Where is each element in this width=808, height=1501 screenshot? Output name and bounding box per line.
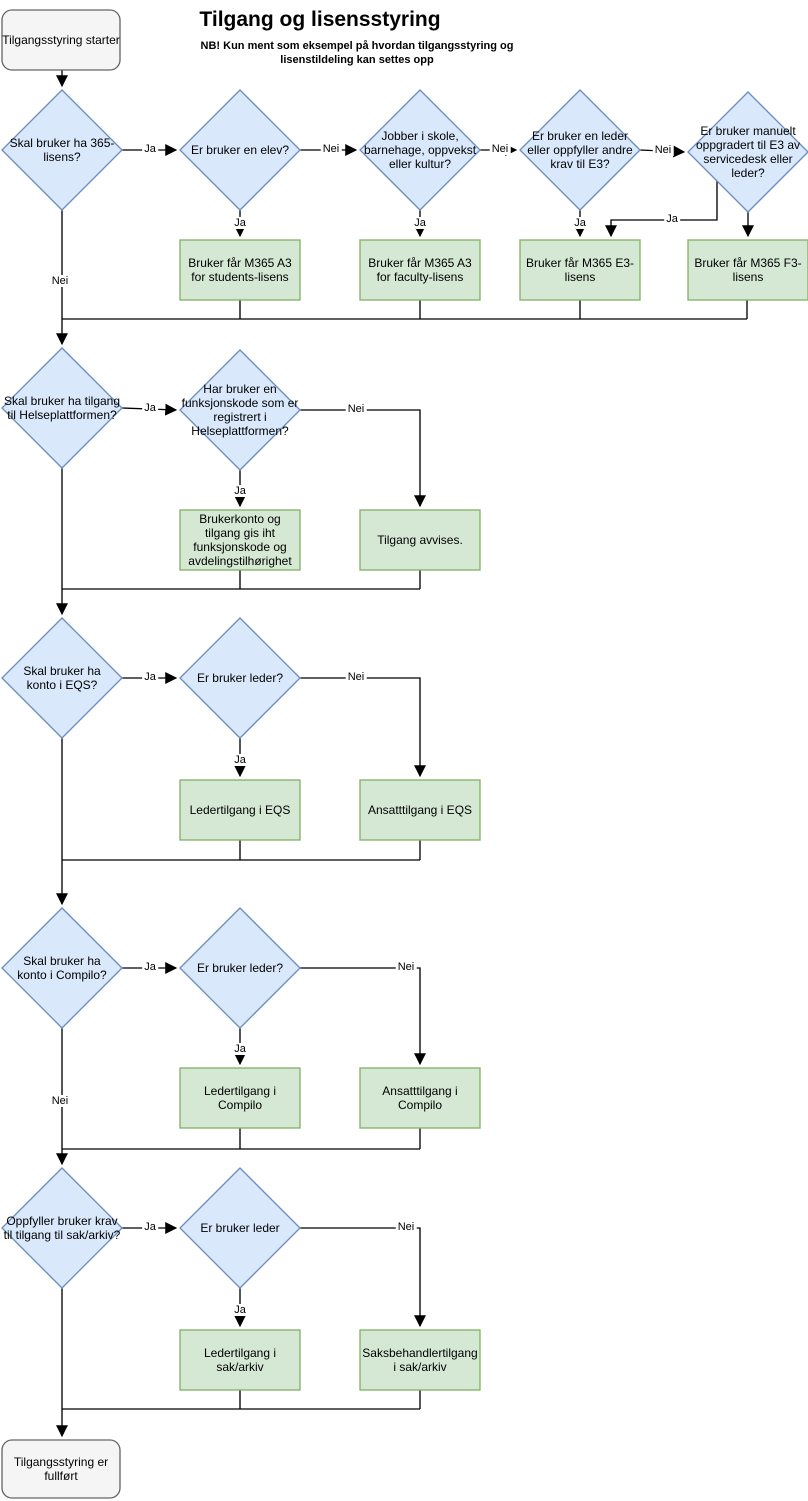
node-eqs-leader-access-shape bbox=[179, 779, 301, 841]
edge-label-ja: Ja bbox=[142, 143, 158, 155]
page-title: Tilgang og lisensstyring bbox=[199, 8, 441, 31]
node-arkiv-leader-label: Er bruker leder bbox=[200, 1221, 280, 1235]
node-compilo-leader-access-label: Ledertilgang i Compilo bbox=[203, 1084, 277, 1112]
edge-label-ja: Ja bbox=[142, 671, 158, 683]
node-is-leader-e3-shape bbox=[519, 89, 641, 211]
edge-label-nei: Nei bbox=[395, 961, 417, 973]
edge-connector bbox=[300, 967, 426, 1066]
node-helse-denied-shape bbox=[359, 509, 481, 571]
node-arkiv-leader-access-shape bbox=[179, 1329, 301, 1391]
edge-label-nei: Nei bbox=[320, 143, 342, 155]
edge-connector bbox=[300, 1227, 426, 1328]
edge-label-ja: Ja bbox=[142, 402, 158, 414]
node-compilo-leader-label: Er bruker leder? bbox=[196, 961, 284, 975]
edge-label-ja: Ja bbox=[232, 485, 248, 497]
node-arkiv-leader-access-label: Ledertilgang i sak/arkiv bbox=[203, 1346, 277, 1374]
edge-label-ja: Ja bbox=[664, 213, 680, 225]
node-has-funkcode-shape bbox=[179, 349, 301, 471]
node-eqs-employee-access-label: Ansatttilgang i EQS bbox=[367, 803, 473, 817]
edge-label-ja: Ja bbox=[142, 1221, 158, 1233]
node-ask-eqs-label: Skal bruker ha konto i EQS? bbox=[23, 664, 101, 692]
node-works-school-label: Jobber i skole, barnehage, oppvekst elle… bbox=[363, 129, 477, 171]
node-end-shape bbox=[1, 1439, 121, 1499]
node-is-student-label: Er bruker en elev? bbox=[190, 143, 290, 157]
edge-label-ja: Ja bbox=[232, 754, 248, 766]
node-has-funkcode-label: Har bruker en funksjonskode som er regis… bbox=[181, 382, 299, 438]
edge-label-ja: Ja bbox=[412, 217, 428, 229]
edge-label-ja: Ja bbox=[232, 217, 248, 229]
node-lic-e3-shape bbox=[519, 239, 641, 301]
node-helse-account-label: Brukerkonto og tilgang gis iht funksjons… bbox=[188, 512, 292, 568]
node-ask-arkiv-shape bbox=[1, 1167, 123, 1289]
edge-label-nei: Nei bbox=[395, 1221, 417, 1233]
edge-label-nei: Nei bbox=[489, 143, 511, 155]
node-ask-compilo-shape bbox=[1, 907, 123, 1029]
edge-label-ja: Ja bbox=[572, 217, 588, 229]
edge-layer bbox=[56, 70, 754, 1438]
edge-label-nei: Nei bbox=[49, 275, 71, 287]
edge-connector bbox=[300, 677, 426, 778]
edge-label-ja: Ja bbox=[142, 961, 158, 973]
shape-layer bbox=[1, 9, 808, 1499]
edge-label-ja: Ja bbox=[232, 1043, 248, 1055]
node-lic-f3-label: Bruker får M365 F3- lisens bbox=[694, 256, 802, 284]
node-ask-arkiv-label: Oppfyller bruker krav til tilgang til sa… bbox=[3, 1214, 121, 1242]
edge-connector bbox=[605, 181, 718, 238]
node-eqs-leader-access-label: Ledertilgang i EQS bbox=[189, 803, 291, 817]
edge-label-nei: Nei bbox=[49, 1095, 71, 1107]
node-manual-e3-label: Er bruker manuelt oppgradert til E3 av s… bbox=[695, 124, 801, 180]
edge-label-nei: Nei bbox=[345, 671, 367, 683]
node-is-leader-e3-label: Er bruker en leder eller oppfyller andre… bbox=[527, 129, 633, 171]
node-arkiv-saksb-access-shape bbox=[359, 1329, 481, 1391]
page-subtitle: NB! Kun ment som eksempel på hvordan til… bbox=[200, 40, 514, 66]
node-helse-denied-label: Tilgang avvises. bbox=[377, 533, 463, 547]
node-manual-e3-shape bbox=[687, 91, 808, 213]
edge-label-ja: Ja bbox=[232, 1304, 248, 1316]
node-ask-eqs-shape bbox=[1, 617, 123, 739]
node-end-label: Tilgangsstyring er fullført bbox=[13, 1455, 109, 1483]
node-eqs-leader-label: Er bruker leder? bbox=[196, 671, 284, 685]
node-compilo-leader-access-shape bbox=[179, 1067, 301, 1129]
node-is-student-shape bbox=[179, 89, 301, 211]
node-lic-e3-label: Bruker får M365 E3- lisens bbox=[525, 256, 635, 284]
node-ask-helse-label: Skal bruker ha tilgang til Helseplattfor… bbox=[3, 394, 121, 422]
node-compilo-employee-access-label: Ansatttilgang i Compilo bbox=[382, 1084, 458, 1112]
node-compilo-employee-access-shape bbox=[359, 1067, 481, 1129]
node-compilo-leader-shape bbox=[179, 907, 301, 1029]
edge-connector bbox=[300, 409, 426, 508]
node-lic-a3-students-label: Bruker får M365 A3 for students-lisens bbox=[188, 256, 292, 284]
edge-label-nei: Nei bbox=[652, 144, 674, 156]
node-lic-a3-faculty-label: Bruker får M365 A3 for faculty-lisens bbox=[368, 256, 472, 284]
node-lic-a3-faculty-shape bbox=[359, 239, 481, 301]
node-lic-a3-students-shape bbox=[179, 239, 301, 301]
node-ask-365-shape bbox=[1, 89, 123, 211]
node-ask-365-label: Skal bruker ha 365- lisens? bbox=[9, 136, 115, 164]
node-ask-helse-shape bbox=[1, 347, 123, 469]
node-arkiv-saksb-access-label: Saksbehandlertilgang i sak/arkiv bbox=[362, 1346, 478, 1374]
node-start-label: Tilgangsstyring starter bbox=[2, 33, 120, 47]
node-eqs-leader-shape bbox=[179, 617, 301, 739]
node-lic-f3-shape bbox=[687, 239, 808, 301]
node-eqs-employee-access-shape bbox=[359, 779, 481, 841]
node-works-school-shape bbox=[359, 89, 481, 211]
node-start-shape bbox=[1, 9, 121, 71]
node-arkiv-leader-shape bbox=[179, 1167, 301, 1289]
edge-label-nei: Nei bbox=[345, 403, 367, 415]
node-helse-account-shape bbox=[179, 509, 301, 571]
node-ask-compilo-label: Skal bruker ha konto i Compilo? bbox=[17, 954, 107, 982]
